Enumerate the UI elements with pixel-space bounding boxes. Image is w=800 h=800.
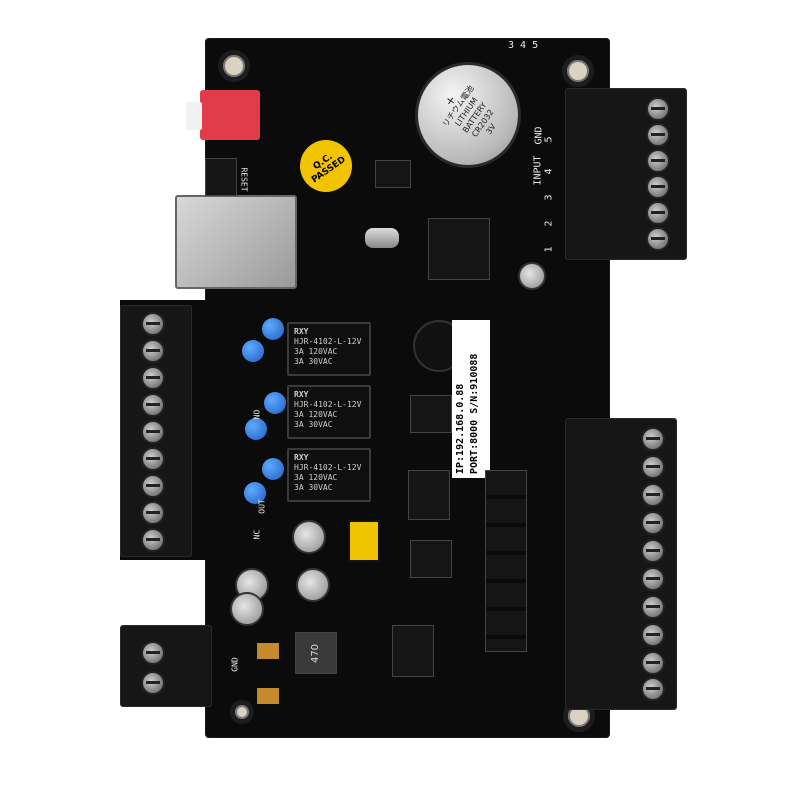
- electrolytic-capacitor-1: [292, 520, 326, 554]
- terminal-screw-r1[interactable]: [641, 427, 665, 451]
- terminal-screw-3[interactable]: [646, 175, 670, 199]
- relay-2-model: HJR-4102-L-12V: [294, 400, 362, 409]
- terminal-screw-l7[interactable]: [141, 474, 165, 498]
- blue-capacitor-2: [242, 340, 264, 362]
- terminal-screw-2[interactable]: [646, 201, 670, 225]
- relay-2-rating1: 3A 120VAC: [294, 410, 338, 419]
- mounting-hole-bottom-left: [230, 700, 254, 724]
- top-header-numbers: 3 4 5: [508, 40, 539, 51]
- terminal-screw-gnd[interactable]: [646, 97, 670, 121]
- terminal-screw-1[interactable]: [646, 227, 670, 251]
- relay-1-brand: RXY: [294, 327, 309, 336]
- input-label: INPUT: [532, 155, 544, 186]
- power-inductor: 470: [295, 632, 337, 674]
- power-terminal-block: [120, 625, 212, 707]
- ic-driver-2: [408, 470, 450, 520]
- terminal-screw-l3[interactable]: [141, 366, 165, 390]
- mounting-hole-top-right: [562, 55, 594, 87]
- terminal-screw-l9[interactable]: [141, 528, 165, 552]
- terminal-screw-r3[interactable]: [641, 483, 665, 507]
- blue-capacitor-6: [244, 482, 266, 504]
- terminal-screw-l5[interactable]: [141, 420, 165, 444]
- reset-label: RESET: [239, 167, 249, 192]
- terminal-screw-r6[interactable]: [641, 567, 665, 591]
- relay-1: RXY HJR-4102-L-12V 3A 120VAC 3A 30VAC: [287, 322, 371, 376]
- relay-2: RXY HJR-4102-L-12V 3A 120VAC 3A 30VAC: [287, 385, 371, 439]
- terminal-screw-l6[interactable]: [141, 447, 165, 471]
- relay-3-rating2: 3A 30VAC: [294, 483, 333, 492]
- relay-1-model: HJR-4102-L-12V: [294, 337, 362, 346]
- diode-1: [257, 643, 279, 659]
- dip-switch-pins: [186, 102, 202, 130]
- terminal-screw-l8[interactable]: [141, 501, 165, 525]
- ic-small-top: [375, 160, 411, 188]
- crystal-oscillator: [365, 228, 399, 248]
- pcb-board: [205, 38, 610, 738]
- relay-terminal-block: [120, 305, 192, 557]
- input-number-5: 5: [543, 136, 555, 143]
- terminal-screw-power2[interactable]: [141, 671, 165, 695]
- electrolytic-capacitor-3: [296, 568, 330, 602]
- ip-address: IP:192.168.0.88: [455, 383, 466, 474]
- voltage-regulator: [392, 625, 434, 677]
- relay-2-rating2: 3A 30VAC: [294, 420, 333, 429]
- input-number-3: 3: [543, 194, 555, 201]
- optocoupler-array: [485, 470, 527, 652]
- ic-driver-3: [410, 540, 452, 578]
- reset-jumper[interactable]: [205, 158, 237, 196]
- mounting-hole-top-left: [218, 50, 250, 82]
- relay-1-rating1: 3A 120VAC: [294, 347, 338, 356]
- main-microcontroller: [428, 218, 490, 280]
- ethernet-port[interactable]: [175, 195, 297, 289]
- terminal-screw-l1[interactable]: [141, 312, 165, 336]
- relay-1-rating2: 3A 30VAC: [294, 357, 333, 366]
- terminal-screw-l4[interactable]: [141, 393, 165, 417]
- relay-3-model: HJR-4102-L-12V: [294, 463, 362, 472]
- dip-switch[interactable]: [186, 90, 260, 140]
- terminal-screw-r9[interactable]: [641, 651, 665, 675]
- blue-capacitor-3: [264, 392, 286, 414]
- terminal-screw-r8[interactable]: [641, 623, 665, 647]
- terminal-screw-r7[interactable]: [641, 595, 665, 619]
- gnd-bottom-label: GND: [230, 657, 240, 672]
- terminal-screw-r10[interactable]: [641, 677, 665, 701]
- coin-cell-battery: + リチウム電池 LITHIUM BATTERY CR2032 3V: [415, 62, 521, 168]
- tantalum-capacitor: [348, 520, 380, 562]
- out-label: OUT: [257, 499, 267, 514]
- terminal-screw-r5[interactable]: [641, 539, 665, 563]
- inductor-label: 470: [310, 643, 322, 663]
- ip-label-sticker: IP:192.168.0.88 PORT:8000 S/N:910088: [452, 320, 490, 478]
- input-terminal-block: [565, 88, 687, 260]
- ic-driver-1: [410, 395, 452, 433]
- terminal-screw-4[interactable]: [646, 149, 670, 173]
- electrolytic-capacitor-4: [230, 592, 264, 626]
- terminal-screw-power1[interactable]: [141, 641, 165, 665]
- no-label: NO: [252, 409, 262, 420]
- battery-text: + リチウム電池 LITHIUM BATTERY CR2032 3V: [426, 69, 515, 161]
- blue-capacitor-5: [262, 458, 284, 480]
- terminal-screw-r4[interactable]: [641, 511, 665, 535]
- relay-2-brand: RXY: [294, 390, 309, 399]
- input-number-1: 1: [543, 246, 555, 253]
- terminal-screw-5[interactable]: [646, 123, 670, 147]
- port-serial: PORT:8000 S/N:910088: [469, 353, 480, 474]
- blue-capacitor-1: [262, 318, 284, 340]
- right-terminal-block: [565, 418, 677, 710]
- diode-2: [257, 688, 279, 704]
- terminal-screw-r2[interactable]: [641, 455, 665, 479]
- relay-3-rating1: 3A 120VAC: [294, 473, 338, 482]
- input-number-4: 4: [543, 168, 555, 175]
- relay-3-brand: RXY: [294, 453, 309, 462]
- nc-label: NC: [252, 529, 262, 540]
- relay-3: RXY HJR-4102-L-12V 3A 120VAC 3A 30VAC: [287, 448, 371, 502]
- input-number-2: 2: [543, 220, 555, 227]
- blue-capacitor-4: [245, 418, 267, 440]
- terminal-screw-l2[interactable]: [141, 339, 165, 363]
- small-electrolytic-capacitor: [518, 262, 546, 290]
